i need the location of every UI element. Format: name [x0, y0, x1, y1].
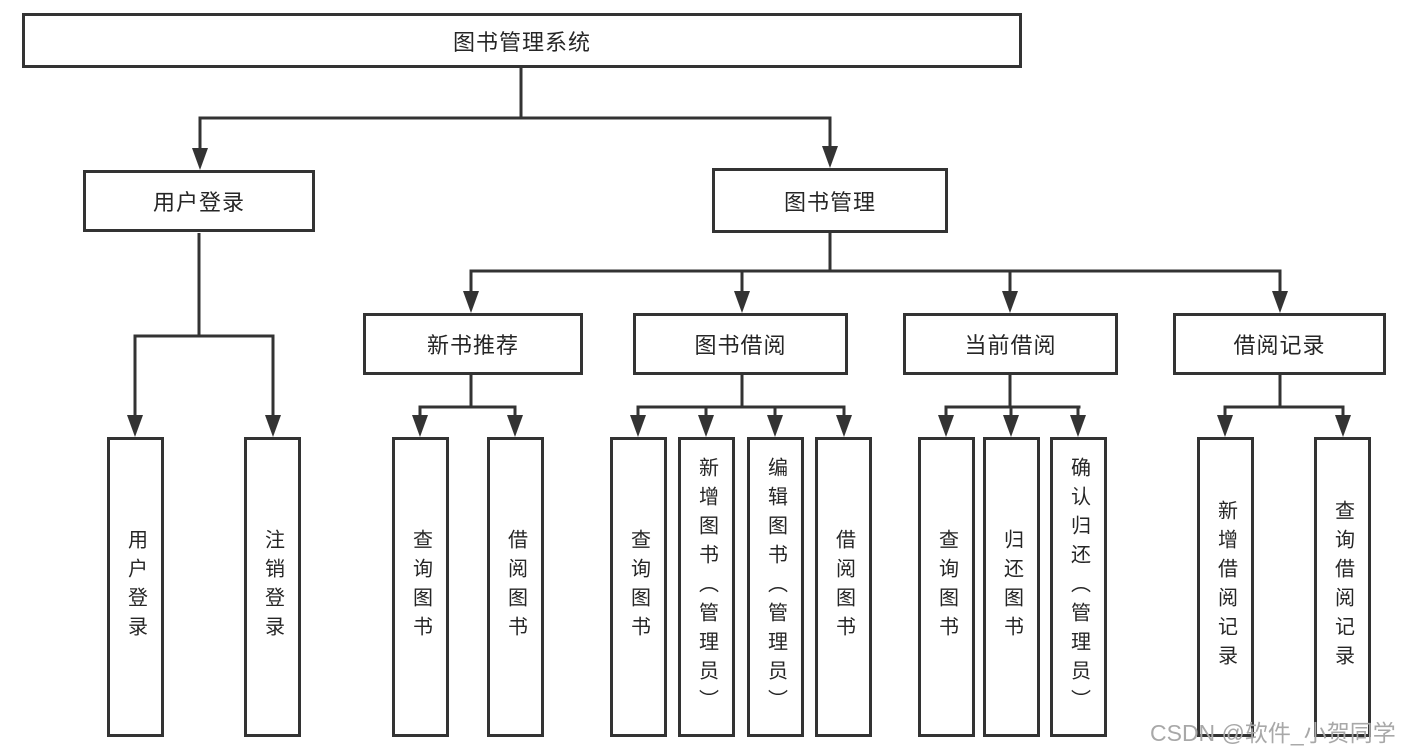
node-label: 新书推荐 — [426, 333, 519, 358]
node-label: 借阅图书 — [832, 529, 855, 645]
node-current-borrowing: 当前借阅 — [903, 313, 1118, 375]
node-label: 图书借阅 — [694, 333, 787, 358]
leaf-add-books-admin: 新增图书（管理员） — [678, 437, 735, 737]
leaf-query-borrow-record: 查询借阅记录 — [1314, 437, 1371, 737]
leaf-query-books-current: 查询图书 — [918, 437, 975, 737]
node-label: 归还图书 — [1000, 529, 1023, 645]
node-new-book-recommendation: 新书推荐 — [363, 313, 583, 375]
leaf-borrow-books-borrowing: 借阅图书 — [815, 437, 872, 737]
node-label: 编辑图书（管理员） — [764, 456, 787, 718]
node-label: 借阅图书 — [504, 529, 527, 645]
leaf-edit-books-admin: 编辑图书（管理员） — [747, 437, 804, 737]
node-borrowing-records: 借阅记录 — [1173, 313, 1386, 375]
node-label: 新增借阅记录 — [1214, 500, 1237, 674]
node-label: 用户登录 — [152, 190, 245, 215]
node-label: 图书管理系统 — [452, 29, 591, 55]
node-label: 查询图书 — [935, 529, 958, 645]
node-label: 注销登录 — [261, 529, 284, 645]
leaf-return-books: 归还图书 — [983, 437, 1040, 737]
leaf-query-books-borrowing: 查询图书 — [610, 437, 667, 737]
node-label: 新增图书（管理员） — [695, 456, 718, 718]
leaf-confirm-return-admin: 确认归还（管理员） — [1050, 437, 1107, 737]
node-label: 当前借阅 — [964, 333, 1057, 358]
node-book-borrowing: 图书借阅 — [633, 313, 848, 375]
node-label: 用户登录 — [124, 529, 147, 645]
node-library-management-system: 图书管理系统 — [22, 13, 1022, 68]
node-label: 查询借阅记录 — [1331, 500, 1354, 674]
node-label: 查询图书 — [409, 529, 432, 645]
watermark-csdn: CSDN @软件_小贺同学 — [1150, 720, 1396, 746]
node-book-management: 图书管理 — [712, 168, 948, 233]
node-user-login: 用户登录 — [83, 170, 315, 232]
leaf-add-borrow-record: 新增借阅记录 — [1197, 437, 1254, 737]
node-label: 图书管理 — [783, 189, 876, 215]
leaf-logout: 注销登录 — [244, 437, 301, 737]
leaf-borrow-books-recommend: 借阅图书 — [487, 437, 544, 737]
leaf-user-login: 用户登录 — [107, 437, 164, 737]
node-label: 确认归还（管理员） — [1067, 456, 1090, 718]
leaf-query-books-recommend: 查询图书 — [392, 437, 449, 737]
node-label: 查询图书 — [627, 529, 650, 645]
node-label: 借阅记录 — [1233, 333, 1326, 358]
